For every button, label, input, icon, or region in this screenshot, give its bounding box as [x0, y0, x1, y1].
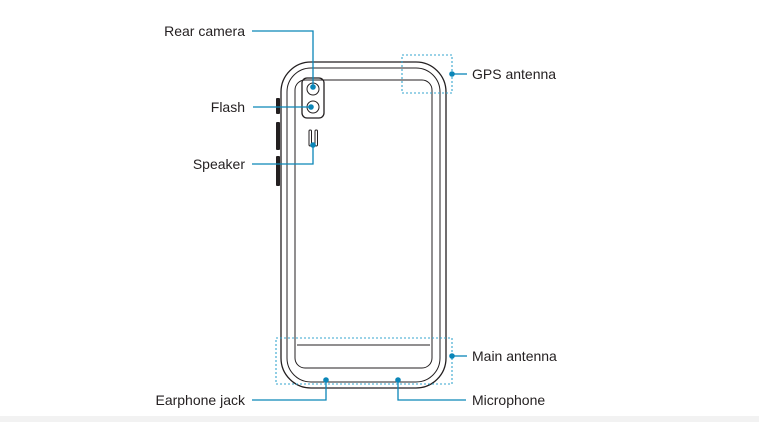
microphone-line — [397, 381, 466, 401]
side-buttons — [276, 98, 280, 186]
gps-antenna-zone — [401, 54, 453, 94]
gps-antenna-label: GPS antenna — [472, 66, 556, 82]
main-antenna-leader — [449, 353, 467, 359]
back-panel — [294, 79, 433, 369]
speaker-line — [252, 146, 314, 165]
phone-inner-edge — [286, 67, 441, 383]
speaker-leader — [252, 142, 316, 165]
bottom-band — [0, 416, 759, 422]
rear-camera-leader — [252, 30, 316, 90]
speaker-dot — [310, 142, 316, 148]
earphone-jack-dot — [323, 377, 329, 383]
flash-leader — [253, 104, 314, 110]
speaker-slot — [314, 129, 318, 147]
gps-antenna-dot — [449, 71, 455, 77]
rear-camera-label: Rear camera — [164, 23, 245, 39]
earphone-jack-label: Earphone jack — [155, 392, 246, 408]
microphone-label: Microphone — [472, 392, 545, 408]
microphone-leader — [395, 377, 466, 401]
volume-key — [276, 98, 280, 114]
speaker-grille — [308, 129, 318, 147]
bixby-key — [276, 122, 280, 150]
gps-antenna-leader — [449, 71, 467, 77]
earphone-jack-line — [252, 381, 327, 401]
flash-dot — [308, 104, 314, 110]
speaker-label: Speaker — [193, 156, 245, 172]
flash-label: Flash — [211, 99, 245, 115]
side-key — [276, 156, 280, 186]
phone-outer-edge — [280, 61, 447, 389]
rear-camera-line — [252, 30, 314, 85]
microphone-dot — [395, 377, 401, 383]
phone-body — [280, 61, 447, 389]
main-antenna-dot — [449, 353, 455, 359]
speaker-slot — [308, 129, 312, 147]
earphone-jack-leader — [252, 377, 329, 401]
main-antenna-label: Main antenna — [472, 348, 557, 364]
rear-camera-dot — [310, 84, 316, 90]
main-antenna-zone — [275, 337, 453, 385]
